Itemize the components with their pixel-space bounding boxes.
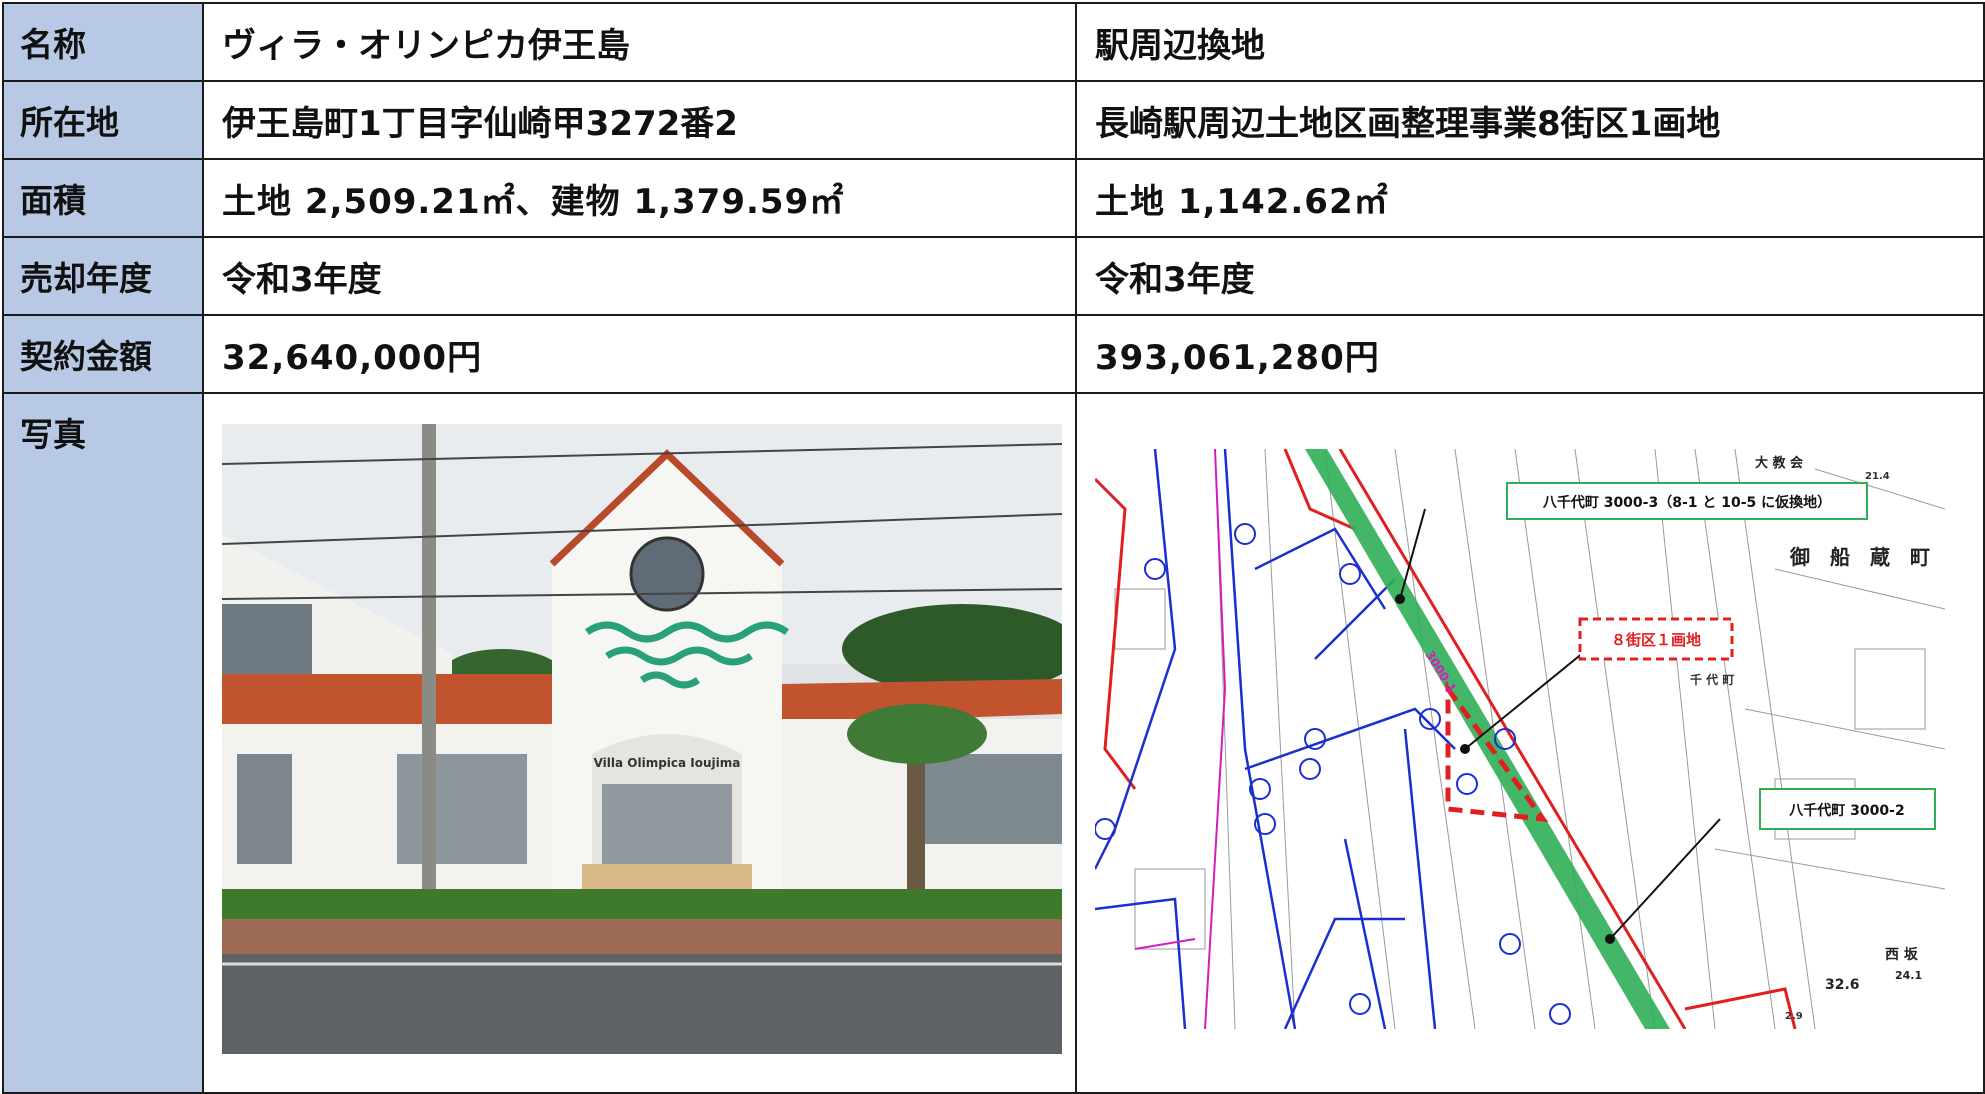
chiyo-label: 千 代 町	[1690, 672, 1734, 687]
row-price: 契約金額 32,640,000円 393,061,280円	[2, 314, 1985, 394]
price-right: 393,061,280円	[1075, 314, 1985, 394]
row-area: 面積 土地 2,509.21㎡、建物 1,379.59㎡ 土地 1,142.62…	[2, 158, 1985, 238]
building-photo: Villa Olimpica Ioujima	[222, 424, 1062, 1054]
label-name: 名称	[2, 2, 204, 82]
callout-bottom-label: 八千代町 3000-2	[1788, 802, 1904, 819]
elev-c: 21.4	[1865, 471, 1890, 482]
building-sign: Villa Olimpica Ioujima	[594, 756, 741, 770]
location-left: 伊王島町1丁目字仙崎甲3272番2	[202, 80, 1077, 160]
row-name: 名称 ヴィラ・オリンピカ伊王島 駅周辺換地	[2, 2, 1985, 82]
callout-red-dot	[1460, 744, 1470, 754]
area-right: 土地 1,142.62㎡	[1075, 158, 1985, 238]
callout-red-label: ８街区１画地	[1611, 631, 1701, 649]
location-right: 長崎駅周辺土地区画整理事業8街区1画地	[1075, 80, 1985, 160]
name-left: ヴィラ・オリンピカ伊王島	[202, 2, 1077, 82]
callout-top-label: 八千代町 3000-3（8-1 と 10-5 に仮換地）	[1542, 494, 1831, 511]
area-left: 土地 2,509.21㎡、建物 1,379.59㎡	[202, 158, 1077, 238]
row-photo: 写真	[2, 392, 1985, 1094]
church-label: 大 教 会	[1755, 455, 1804, 471]
year-right: 令和3年度	[1075, 236, 1985, 316]
site-map-illustration: 八千代町 3000-3（8-1 と 10-5 に仮換地） ８街区１画地 八千代町…	[1095, 449, 1945, 1029]
name-right: 駅周辺換地	[1075, 2, 1985, 82]
row-location: 所在地 伊王島町1丁目字仙崎甲3272番2 長崎駅周辺土地区画整理事業8街区1画…	[2, 80, 1985, 160]
building-photo-illustration: Villa Olimpica Ioujima	[222, 424, 1062, 1054]
photo-cell: Villa Olimpica Ioujima	[202, 392, 1077, 1094]
site-map: 八千代町 3000-3（8-1 と 10-5 に仮換地） ８街区１画地 八千代町…	[1095, 449, 1945, 1029]
label-area: 面積	[2, 158, 204, 238]
label-price: 契約金額	[2, 314, 204, 394]
elev-b: 24.1	[1895, 969, 1922, 982]
row-year: 売却年度 令和3年度 令和3年度	[2, 236, 1985, 316]
label-location: 所在地	[2, 80, 204, 160]
label-year: 売却年度	[2, 236, 204, 316]
label-photo: 写真	[2, 392, 204, 1094]
elev-d: 2.9	[1785, 1011, 1803, 1022]
callout-bottom-dot	[1605, 934, 1615, 944]
year-left: 令和3年度	[202, 236, 1077, 316]
map-cell: 八千代町 3000-3（8-1 と 10-5 に仮換地） ８街区１画地 八千代町…	[1075, 392, 1985, 1094]
town-label: 御 船 蔵 町	[1789, 545, 1930, 569]
elev-a: 32.6	[1825, 977, 1860, 993]
nishizaka-label: 西 坂	[1885, 946, 1919, 963]
callout-top-dot	[1395, 594, 1405, 604]
price-left: 32,640,000円	[202, 314, 1077, 394]
